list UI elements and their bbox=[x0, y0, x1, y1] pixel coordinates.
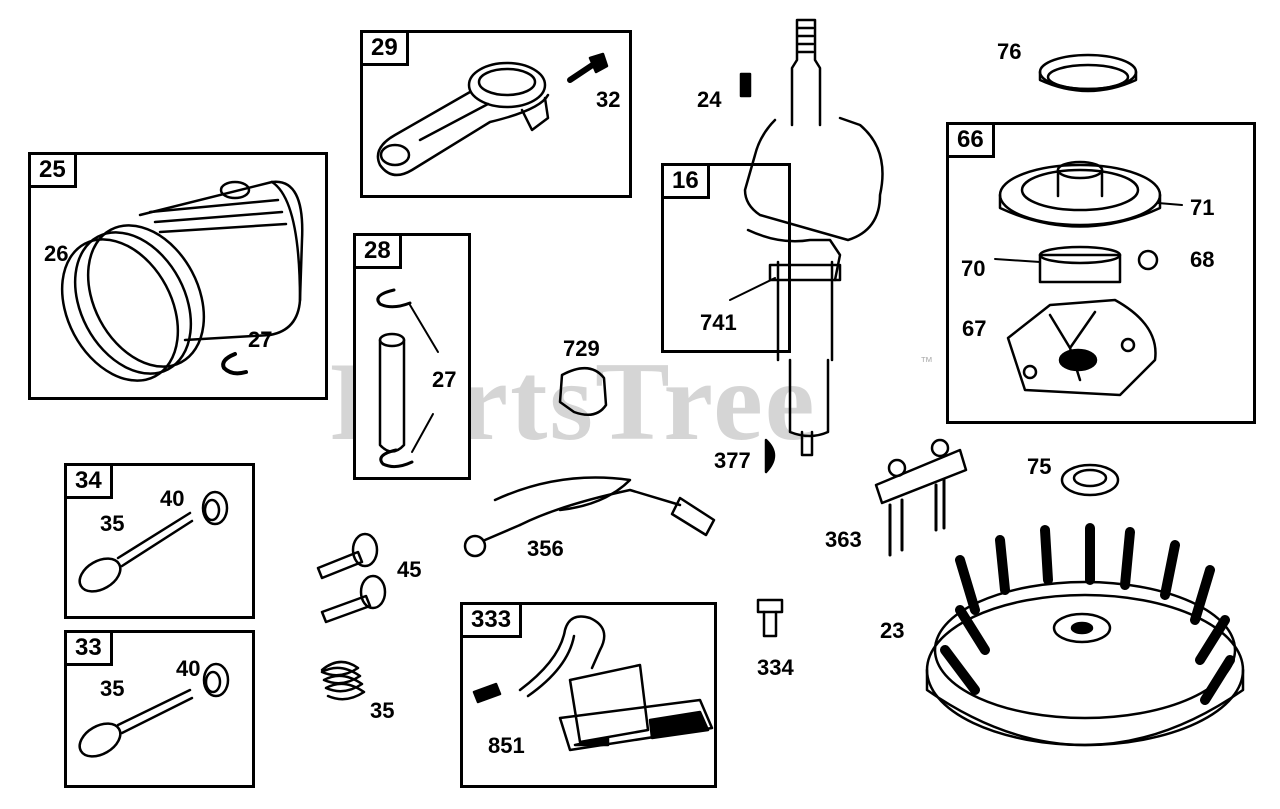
callout-32: 32 bbox=[596, 87, 621, 112]
piston-pin-clip-drawing bbox=[221, 352, 248, 376]
leader-741 bbox=[729, 277, 776, 301]
callout-729: 729 bbox=[563, 336, 600, 361]
retainer-40b-drawing bbox=[202, 662, 230, 698]
spacer-ring-76-drawing bbox=[1038, 53, 1138, 93]
callout-356: 356 bbox=[527, 536, 564, 561]
starter-cup-drawing bbox=[1006, 298, 1157, 397]
callout-70: 70 bbox=[961, 256, 986, 281]
pin-clip-bottom-drawing bbox=[379, 448, 414, 469]
group-box-33: 33 bbox=[64, 630, 255, 788]
group-label-16: 16 bbox=[661, 163, 710, 199]
callout-35-lower: 35 bbox=[100, 676, 125, 701]
piston-rings-drawing bbox=[60, 224, 206, 382]
group-label-28: 28 bbox=[353, 233, 402, 269]
callout-35-upper: 35 bbox=[100, 511, 125, 536]
screw-334-drawing bbox=[756, 598, 784, 638]
callout-67: 67 bbox=[962, 316, 987, 341]
rod-bolt-drawing bbox=[567, 52, 609, 83]
leader-70 bbox=[994, 258, 1041, 263]
armature-drawing bbox=[518, 615, 714, 752]
callout-27-piston: 27 bbox=[248, 327, 273, 352]
callout-40-lower: 40 bbox=[176, 656, 201, 681]
callout-27-pin: 27 bbox=[432, 367, 457, 392]
group-label-34: 34 bbox=[64, 463, 113, 499]
callout-35-spring: 35 bbox=[370, 698, 395, 723]
callout-40-upper: 40 bbox=[160, 486, 185, 511]
group-label-66: 66 bbox=[946, 122, 995, 158]
callout-377: 377 bbox=[714, 448, 751, 473]
ratchet-drawing bbox=[1038, 245, 1122, 284]
wire-clip-729-drawing bbox=[558, 367, 608, 417]
callout-45: 45 bbox=[397, 557, 422, 582]
group-box-28: 28 bbox=[353, 233, 471, 480]
callout-334: 334 bbox=[757, 655, 794, 680]
leader-27-upper bbox=[409, 304, 439, 353]
connecting-rod-drawing bbox=[376, 61, 550, 177]
group-box-333: 333 bbox=[460, 602, 717, 788]
retainer-40a-drawing bbox=[201, 490, 229, 526]
callout-741: 741 bbox=[700, 310, 737, 335]
group-label-25: 25 bbox=[28, 152, 77, 188]
group-label-333: 333 bbox=[460, 602, 523, 638]
terminal-851-drawing bbox=[472, 682, 502, 704]
ball-68-drawing bbox=[1137, 249, 1159, 271]
crank-key-drawing bbox=[739, 72, 752, 98]
group-label-33: 33 bbox=[64, 630, 113, 666]
piston-pin-drawing bbox=[378, 332, 406, 453]
leader-71 bbox=[1157, 202, 1183, 206]
callout-68: 68 bbox=[1190, 247, 1215, 272]
group-box-16: 16 bbox=[661, 163, 791, 353]
callout-75: 75 bbox=[1027, 454, 1052, 479]
callout-23: 23 bbox=[880, 618, 905, 643]
trademark-mark: ™ bbox=[920, 354, 933, 369]
callout-363: 363 bbox=[825, 527, 862, 552]
valve-33-drawing bbox=[78, 688, 194, 758]
starter-pulley-drawing bbox=[998, 160, 1162, 228]
pin-clip-top-drawing bbox=[376, 288, 412, 309]
callout-24: 24 bbox=[697, 87, 722, 112]
flywheel-drawing bbox=[925, 523, 1245, 747]
valve-34-drawing bbox=[78, 511, 194, 593]
callout-71: 71 bbox=[1190, 195, 1215, 220]
group-label-29: 29 bbox=[360, 30, 409, 66]
armature-bracket-drawing bbox=[874, 438, 968, 557]
ground-wire-drawing bbox=[463, 476, 716, 558]
piston-drawing bbox=[138, 180, 304, 342]
leader-27-lower bbox=[411, 413, 434, 453]
callout-26: 26 bbox=[44, 241, 69, 266]
tappets-drawing bbox=[316, 532, 387, 624]
callout-76: 76 bbox=[997, 39, 1022, 64]
group-box-29: 29 bbox=[360, 30, 632, 198]
washer-75-drawing bbox=[1060, 463, 1120, 497]
callout-851: 851 bbox=[488, 733, 525, 758]
woodruff-key-drawing bbox=[764, 438, 776, 474]
valve-spring-drawing bbox=[320, 660, 366, 701]
crankshaft-drawing bbox=[743, 18, 884, 457]
